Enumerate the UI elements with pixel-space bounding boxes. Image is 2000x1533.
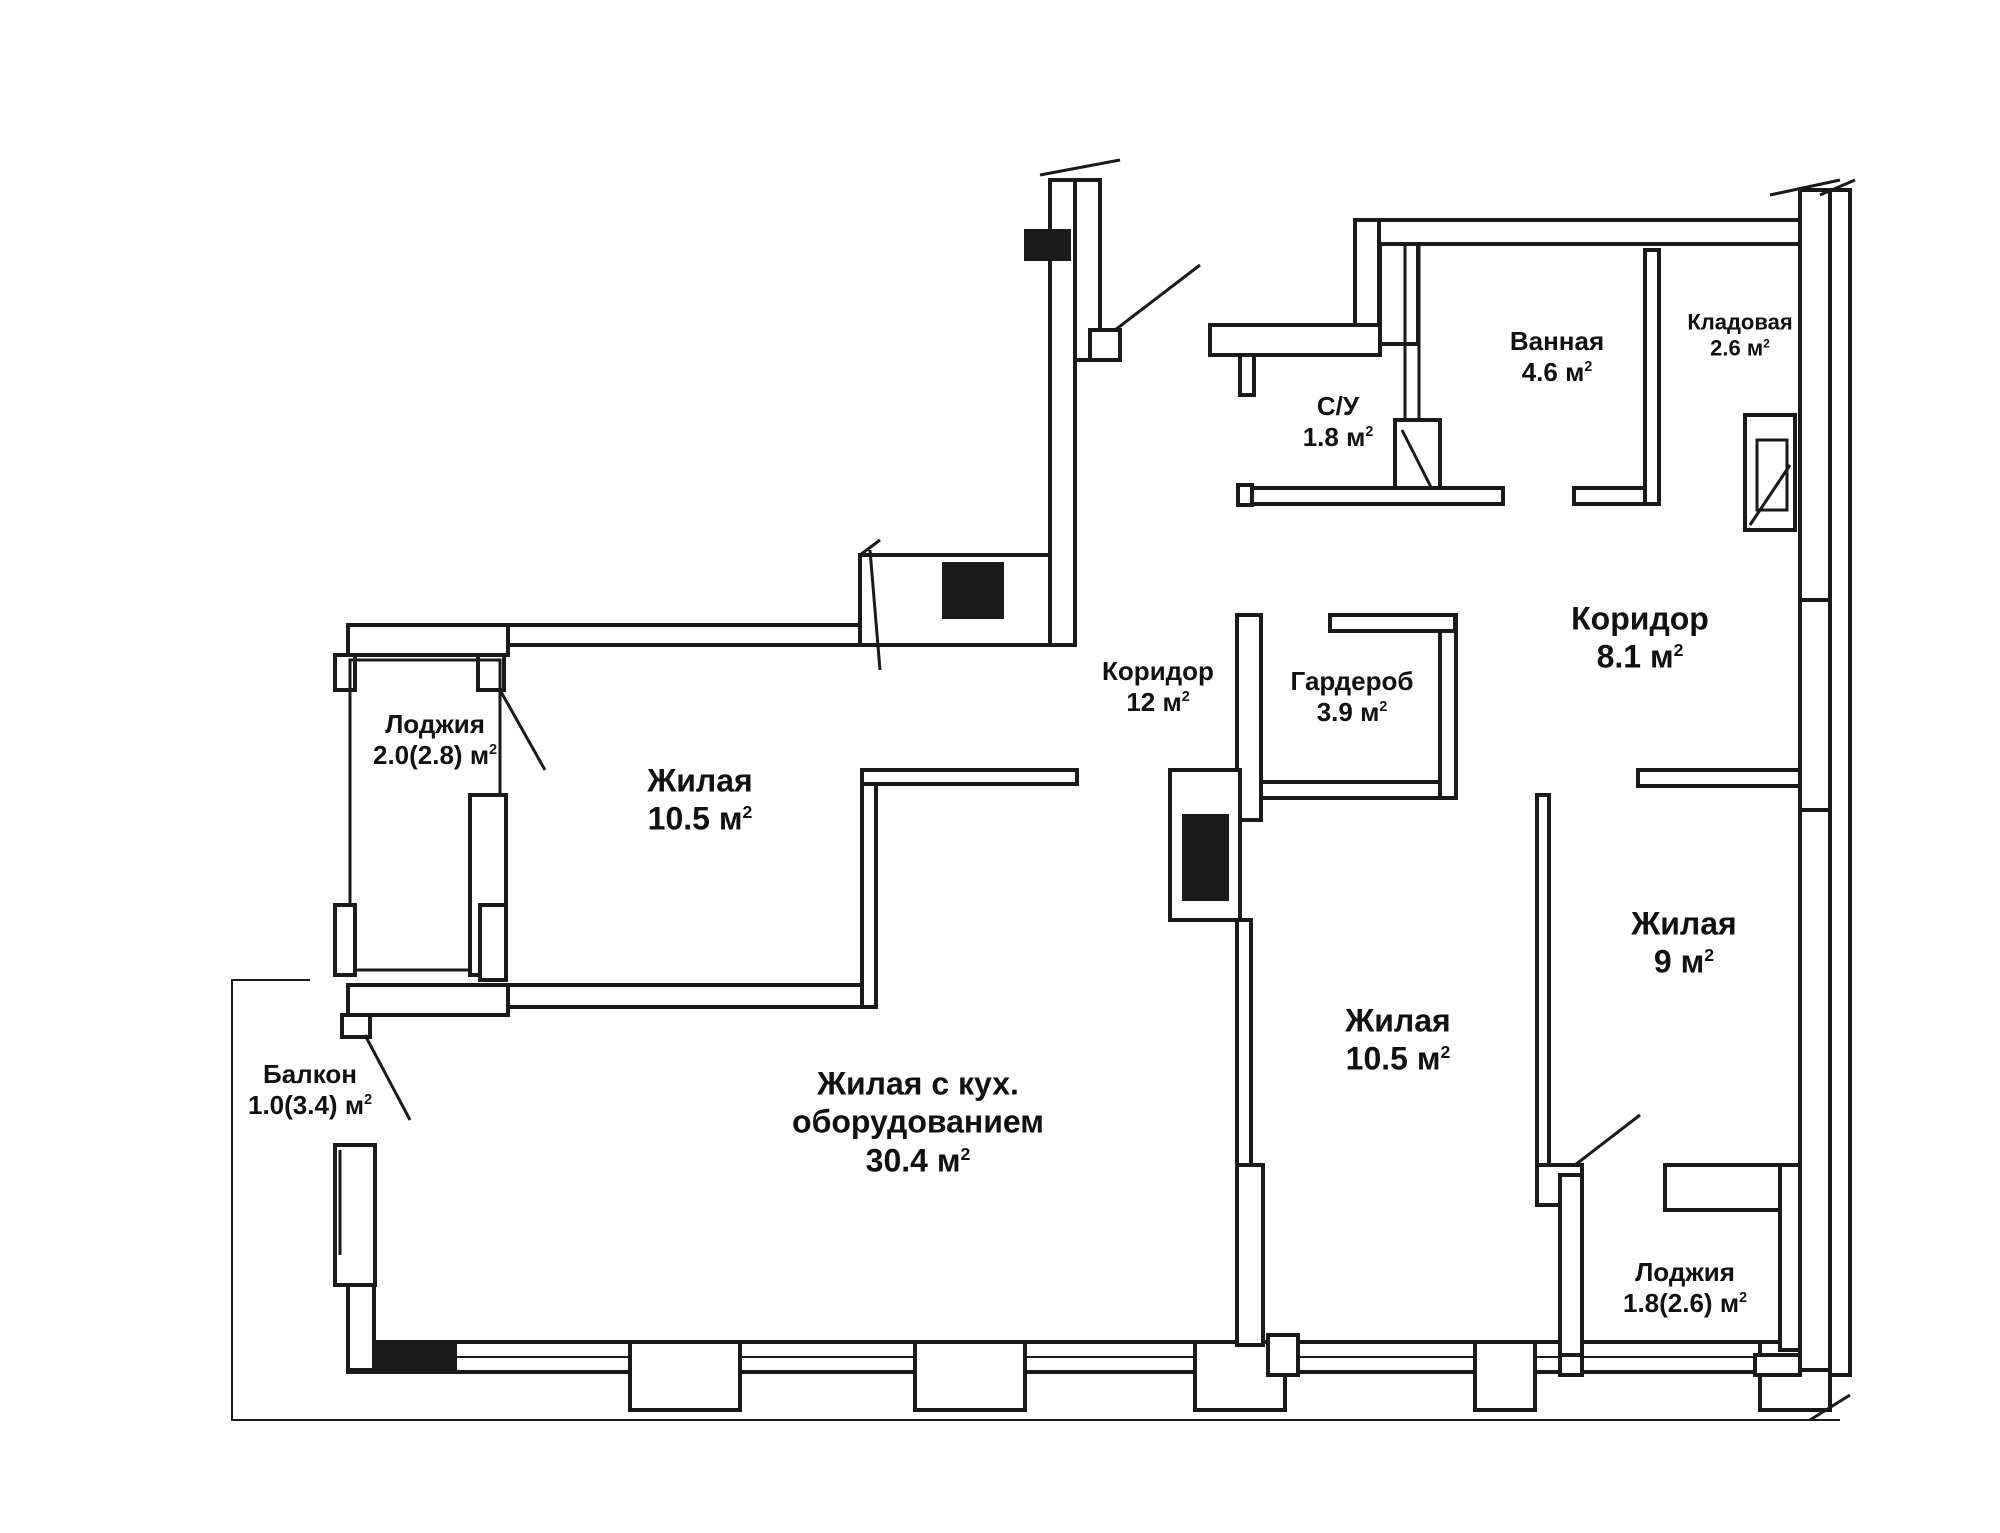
room-bathroom: Ванная 4.6 м2 — [1509, 325, 1605, 387]
room-living-2: Жилая 10.5 м2 — [1345, 1002, 1451, 1077]
loggia-1-bottom-wall — [346, 983, 510, 1017]
room-name: Коридор — [1102, 655, 1214, 686]
room-area: 10.5 — [1345, 1041, 1408, 1077]
living-1-bottom-wall — [506, 983, 870, 1009]
room-loggia-1: Лоджия 2.0(2.8) м2 — [372, 708, 498, 770]
living-3-top-wall — [1636, 768, 1802, 788]
room-area: 30.4 — [865, 1142, 928, 1179]
room-living-kitchen: Жилая с кух. оборудованием 30.4 м2 — [792, 1065, 1044, 1179]
room-area: 3.9 — [1316, 697, 1353, 727]
room-name: Жилая — [1345, 1002, 1451, 1039]
room-name: Ванная — [1509, 325, 1605, 356]
loggia-1-top-wall — [346, 623, 510, 657]
room-area: 9 — [1653, 944, 1672, 980]
room-name: Жилая — [1631, 905, 1737, 942]
room-area: 2.0(2.8) — [372, 740, 463, 770]
room-name: Кладовая — [1687, 309, 1793, 335]
room-living-3: Жилая 9 м2 — [1631, 905, 1737, 980]
room-area: 12 — [1126, 687, 1156, 717]
room-name-line1: Жилая с кух. — [817, 1065, 1019, 1102]
room-wardrobe: Гардероб 3.9 м2 — [1290, 665, 1414, 727]
room-name: С/У — [1316, 390, 1360, 421]
room-loggia-2: Лоджия 1.8(2.6) м2 — [1622, 1256, 1748, 1318]
room-corridor-1: Коридор 12 м2 — [1102, 655, 1214, 717]
room-corridor-2: Коридор 8.1 м2 — [1571, 600, 1709, 675]
room-name: Гардероб — [1290, 665, 1414, 696]
balcony-outline — [231, 979, 1840, 1421]
room-area: 1.8 — [1302, 422, 1339, 452]
room-area: 4.6 — [1521, 357, 1558, 387]
room-name: Коридор — [1571, 600, 1709, 637]
room-balcony: Балкон 1.0(3.4) м2 — [247, 1058, 373, 1120]
room-area: 1.0(3.4) — [247, 1090, 338, 1120]
room-area: 10.5 — [647, 801, 710, 837]
room-living-1: Жилая 10.5 м2 — [647, 762, 753, 837]
room-name: Балкон — [263, 1058, 357, 1089]
living-2-right-wall — [1535, 793, 1551, 1167]
room-storage: Кладовая 2.6 м2 — [1687, 309, 1793, 361]
room-name: Жилая — [647, 762, 753, 799]
wc-bottom-wall — [1236, 486, 1505, 506]
wardrobe-bottom-wall — [1259, 780, 1458, 800]
room-area: 2.6 — [1710, 336, 1741, 361]
room-wc: С/У 1.8 м2 — [1302, 390, 1374, 452]
room-name: Лоджия — [1635, 1256, 1735, 1287]
room-name-line2: оборудованием — [792, 1103, 1044, 1140]
living-2-left-wall — [1235, 918, 1253, 1172]
room-name: Лоджия — [385, 708, 485, 739]
living-1-right-wall — [860, 768, 878, 1009]
room-area: 1.8(2.6) — [1622, 1288, 1713, 1318]
wet-area-top-wall — [1353, 218, 1817, 246]
room-area: 8.1 — [1596, 639, 1642, 675]
